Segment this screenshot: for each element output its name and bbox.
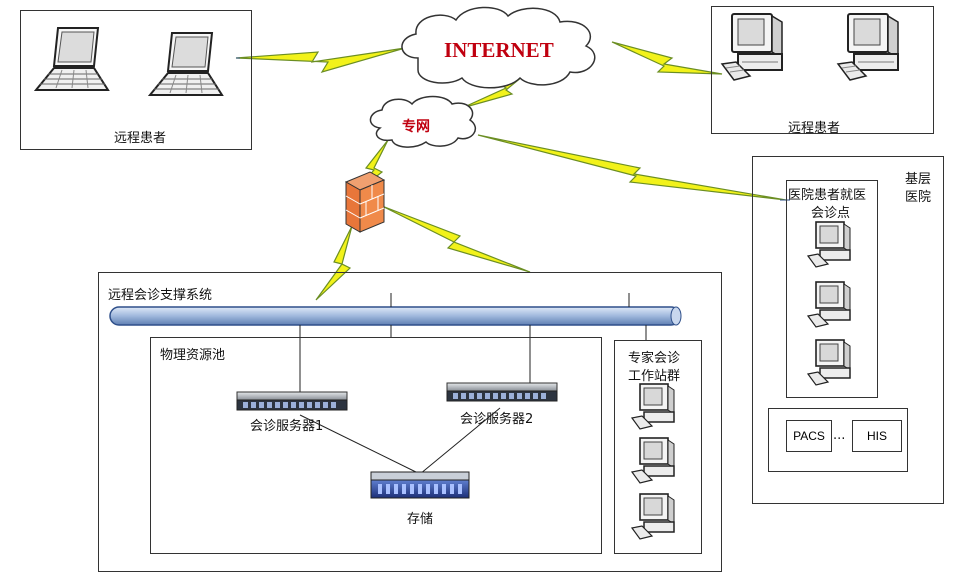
private-net-cloud bbox=[369, 95, 476, 148]
clinic-point-label-2: 会诊点 bbox=[811, 206, 851, 221]
bus-connectors bbox=[299, 293, 647, 475]
server2-label: 会诊服务器2 bbox=[460, 412, 534, 427]
private-net-label: 专网 bbox=[402, 119, 430, 135]
primary-hospital-box bbox=[752, 156, 944, 504]
storage-label: 存储 bbox=[407, 512, 434, 527]
expert-workstation-box bbox=[614, 340, 702, 554]
server1-label: 会诊服务器1 bbox=[250, 419, 324, 434]
internet-label: INTERNET bbox=[444, 38, 554, 62]
ellipsis-label: ... bbox=[833, 428, 846, 443]
lightning-internet-right bbox=[611, 41, 723, 75]
network-bus bbox=[109, 306, 682, 326]
lightning-left-internet bbox=[235, 47, 406, 74]
his-box: HIS bbox=[852, 420, 902, 452]
physical-pool-box bbox=[150, 337, 602, 554]
support-system-box bbox=[98, 272, 722, 572]
clinic-point-box bbox=[786, 180, 878, 398]
primary-hospital-label-2: 医院 bbox=[905, 190, 932, 205]
pacs-box: PACS bbox=[786, 420, 832, 452]
storage-icon bbox=[370, 471, 470, 499]
remote-patients-left-box bbox=[20, 10, 252, 150]
his-pacs-box bbox=[768, 408, 908, 472]
support-system-label: 远程会诊支撑系统 bbox=[108, 288, 213, 303]
remote-patients-right-label: 远程患者 bbox=[788, 121, 841, 136]
lightning-private-hospital bbox=[477, 134, 787, 201]
lightning-firewall-right bbox=[381, 205, 531, 273]
firewall-icon bbox=[344, 171, 386, 233]
primary-hospital-label-1: 基层 bbox=[905, 172, 932, 187]
his-label: HIS bbox=[866, 429, 887, 443]
internet-cloud bbox=[401, 6, 596, 89]
physical-pool-label: 物理资源池 bbox=[160, 348, 226, 363]
expert-workstation-label-1: 专家会诊 bbox=[628, 351, 681, 366]
remote-patients-right-box bbox=[711, 6, 934, 134]
lightning-firewall-bus bbox=[315, 225, 353, 301]
clinic-point-label-1: 医院患者就医 bbox=[788, 188, 867, 203]
expert-workstation-label-2: 工作站群 bbox=[628, 369, 681, 384]
pacs-label: PACS bbox=[793, 429, 825, 443]
remote-patients-left-label: 远程患者 bbox=[114, 131, 167, 146]
